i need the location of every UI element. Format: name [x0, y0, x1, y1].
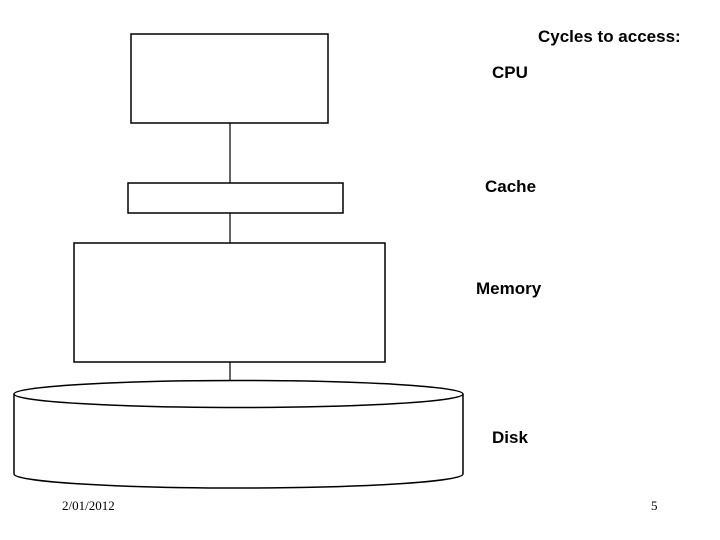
footer-date: 2/01/2012 — [62, 498, 115, 513]
cycles-to-access-heading: Cycles to access: — [538, 27, 681, 46]
memory-box — [73, 242, 386, 363]
memory-label: Memory — [476, 279, 542, 298]
disk-label: Disk — [492, 428, 528, 447]
cache-label: Cache — [485, 177, 537, 196]
disk-cylinder — [13, 379, 464, 489]
cpu-box — [130, 33, 329, 124]
cache-box — [127, 182, 344, 214]
cpu-label: CPU — [492, 63, 528, 82]
page-number: 5 — [651, 498, 658, 513]
